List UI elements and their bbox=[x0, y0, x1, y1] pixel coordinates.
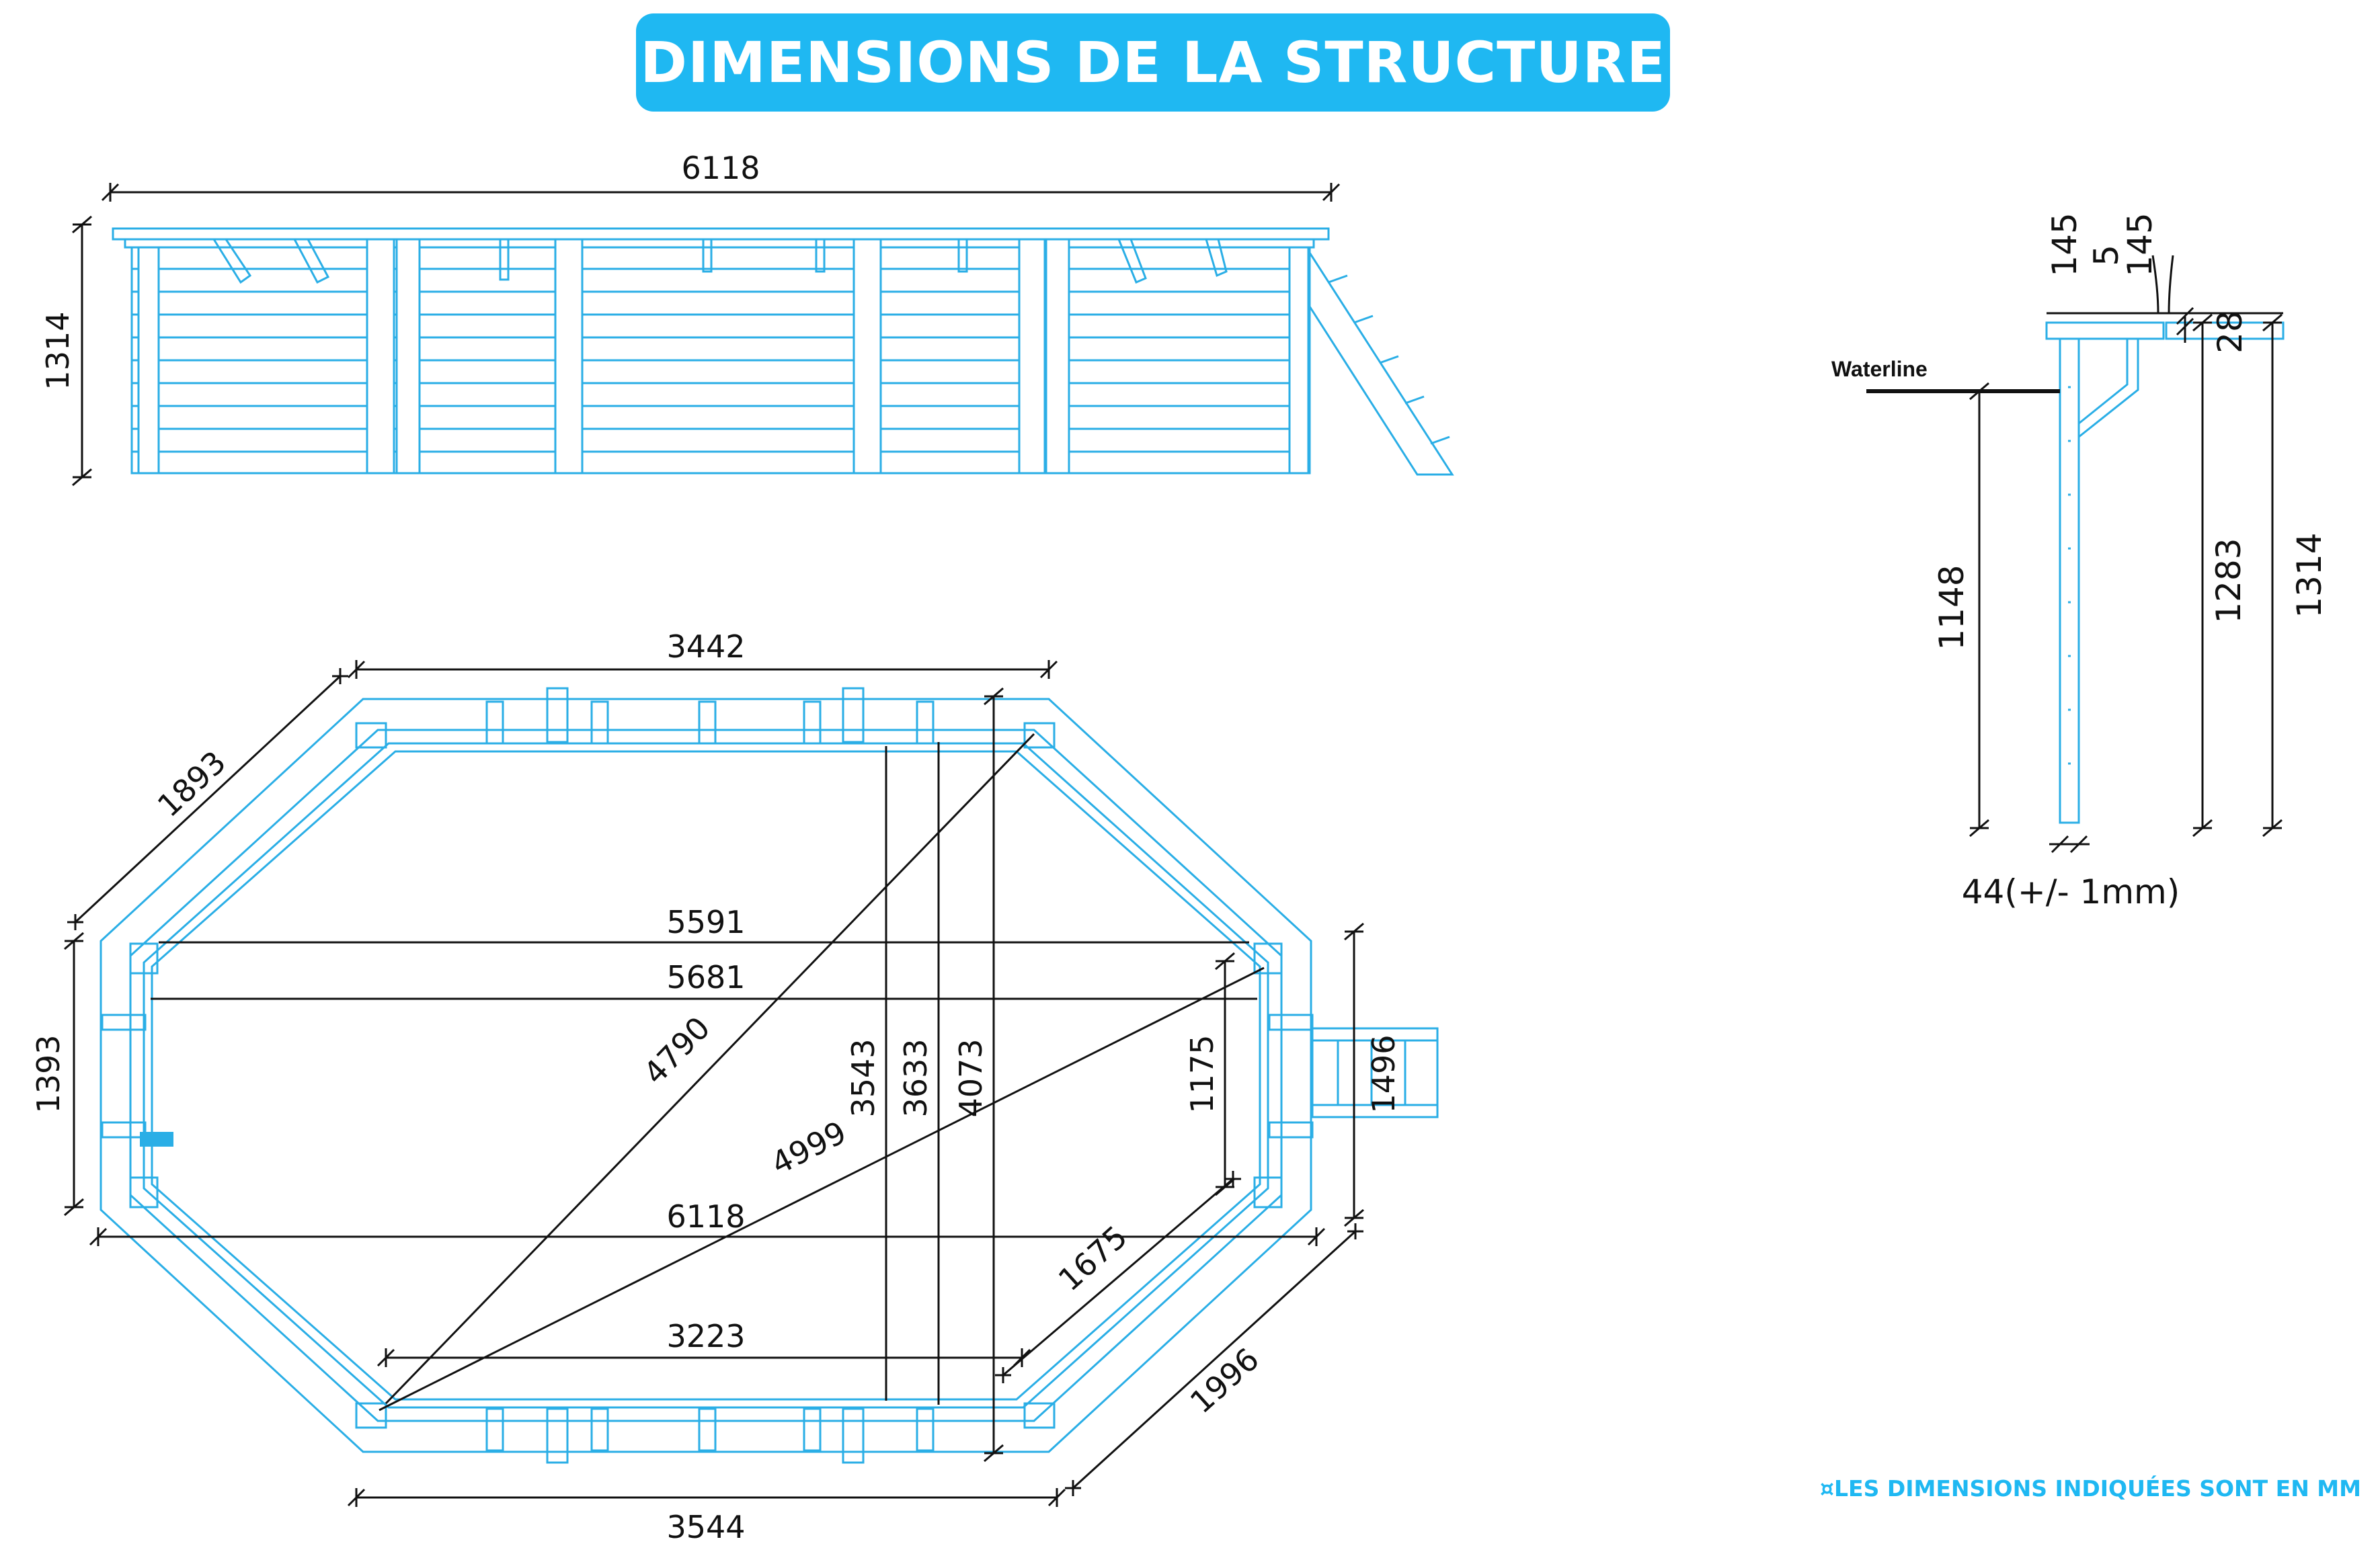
elevation-height-label: 1314 bbox=[40, 311, 76, 390]
inner-length-1-label: 5591 bbox=[666, 904, 745, 940]
section-dimension-lines bbox=[1969, 255, 2283, 854]
units-footnote: ¤LES DIMENSIONS INDIQUÉES SONT EN MM bbox=[1820, 1475, 2361, 1502]
cross-section-view: Waterline 145 5 145 28 1148 bbox=[1831, 212, 2329, 911]
plan-inner-outline bbox=[143, 742, 1269, 1409]
elevation-height-dimension: 1314 bbox=[40, 215, 92, 487]
inner-length-2-label: 5681 bbox=[666, 959, 745, 995]
plan-outer-outline bbox=[100, 698, 1312, 1453]
left-height-label: 1393 bbox=[30, 1034, 67, 1113]
wall-thickness-label: 44(+/- 1mm) bbox=[1962, 872, 2180, 911]
top-side-label: 3442 bbox=[666, 628, 745, 665]
bottom-inner-label: 3223 bbox=[666, 1318, 745, 1354]
plan-side-posts bbox=[101, 687, 1314, 1464]
title-banner: DIMENSIONS DE LA STRUCTURE bbox=[636, 13, 1670, 112]
depth-1314-label: 1314 bbox=[2290, 532, 2329, 618]
width-3633-label: 3633 bbox=[898, 1038, 934, 1117]
coping-left bbox=[2045, 321, 2165, 340]
top-offset-label: 28 bbox=[2211, 311, 2250, 354]
coping-left-label: 145 bbox=[2045, 212, 2084, 276]
waterline-label: Waterline bbox=[1831, 357, 1928, 381]
depth-1283-label: 1283 bbox=[2209, 538, 2248, 623]
plan-liner-outline bbox=[151, 750, 1261, 1401]
ladder-width-label: 1496 bbox=[1365, 1034, 1402, 1113]
section-bracket bbox=[2078, 337, 2139, 438]
plan-view: 3442 1893 5591 5681 1393 4790 3543 3633 … bbox=[30, 628, 1439, 1545]
plan-ladder bbox=[1311, 1027, 1439, 1118]
plan-dimension-lines bbox=[64, 660, 1364, 1507]
waterline-depth-label: 1148 bbox=[1932, 565, 1971, 650]
elevation-view: 6118 1314 bbox=[40, 150, 1454, 487]
page-title: DIMENSIONS DE LA STRUCTURE bbox=[640, 30, 1666, 95]
plan-middle-outline bbox=[129, 729, 1283, 1422]
elevation-ladder bbox=[1308, 252, 1454, 476]
width-3543-label: 3543 bbox=[845, 1038, 881, 1117]
diag-4999-label: 4999 bbox=[765, 1114, 852, 1182]
diag-side-left-label: 1893 bbox=[151, 744, 233, 824]
elevation-length-label: 6118 bbox=[681, 150, 760, 186]
bottom-side-label: 3544 bbox=[666, 1509, 745, 1545]
elevation-brackets bbox=[212, 238, 1228, 284]
section-wall-ticks bbox=[2068, 386, 2071, 765]
diag-4790-label: 4790 bbox=[636, 1010, 717, 1092]
diag-side-right-label: 1675 bbox=[1052, 1219, 1134, 1298]
coping-right-label: 145 bbox=[2120, 212, 2159, 276]
plan-corner-posts bbox=[129, 722, 1283, 1429]
width-4073-label: 4073 bbox=[953, 1038, 989, 1117]
elevation-planks bbox=[132, 268, 1310, 453]
overall-length-label: 6118 bbox=[666, 1198, 745, 1235]
diag-1996-label: 1996 bbox=[1183, 1341, 1266, 1420]
coping-right bbox=[2165, 321, 2285, 340]
section-wall bbox=[2059, 337, 2080, 824]
elevation-top-rail-under bbox=[124, 238, 1315, 249]
gap-label: 5 bbox=[2087, 245, 2126, 266]
end-width-label: 1175 bbox=[1184, 1034, 1220, 1113]
elevation-top-rail bbox=[112, 227, 1330, 241]
elevation-length-dimension: 6118 bbox=[101, 150, 1341, 202]
elevation-posts bbox=[137, 238, 1310, 475]
